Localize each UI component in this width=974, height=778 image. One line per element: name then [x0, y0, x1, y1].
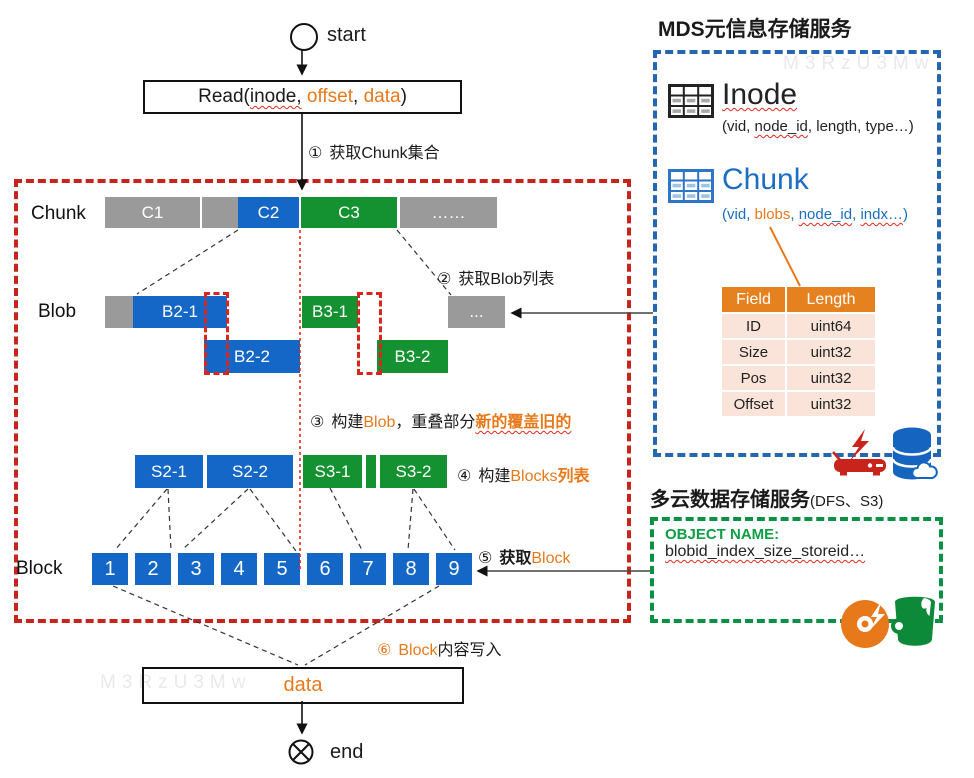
table-header-row: Field Length [722, 287, 875, 312]
watermark-top: M3RzU3Mw [783, 53, 935, 74]
end-label: end [330, 741, 364, 763]
table-cell: uint32 [787, 366, 875, 390]
table-row: Pos uint32 [722, 366, 875, 390]
inode-table-icon [668, 84, 714, 118]
blob-bar-b21: B2-1 [133, 296, 227, 328]
object-name-value: blobid_index_size_storeid… [665, 543, 866, 560]
slice-bar-s22: S2-2 [207, 455, 293, 488]
start-node [290, 23, 318, 51]
chunk-lane-label: Chunk [31, 203, 86, 224]
block-lane-label: Block [16, 558, 63, 579]
chunk-bar-c1: C1 [105, 197, 200, 228]
cloud-region-box [650, 517, 943, 623]
blob-bar-b32: B3-2 [377, 340, 448, 373]
block-4: 4 [221, 553, 257, 585]
chunk-fields: (vid, blobs, node_id, indx…) [722, 206, 908, 223]
block-1: 1 [92, 553, 128, 585]
cloud-title: 多云数据存储服务(DFS、S3) [650, 489, 884, 511]
table-row: Size uint32 [722, 340, 875, 364]
chunk-bar-more: …… [400, 197, 497, 228]
read-offset: offset [301, 86, 354, 107]
read-data: data [363, 86, 401, 107]
table-cell: Pos [722, 366, 785, 390]
inode-title: Inode [722, 78, 798, 111]
block-5: 5 [264, 553, 300, 585]
table-row: ID uint64 [722, 314, 875, 338]
table-row: Offset uint32 [722, 392, 875, 416]
blob-lane-label: Blob [38, 301, 77, 322]
mds-title: MDS元信息存储服务 [658, 18, 852, 41]
read-text: Read(inode, offset, data) [198, 86, 407, 107]
watermark-bottom: M3RzU3Mw [100, 672, 252, 693]
read-inode: inode, [249, 86, 302, 107]
block-2: 2 [135, 553, 171, 585]
table-cell: ID [722, 314, 785, 338]
start-label: start [327, 24, 366, 46]
blob-bar-b22: B2-2 [204, 340, 300, 373]
blob-bar-b31: B3-1 [302, 296, 358, 328]
slice-bar-s21: S2-1 [135, 455, 203, 488]
table-cell: uint64 [787, 314, 875, 338]
block-7: 7 [350, 553, 386, 585]
block-3: 3 [178, 553, 214, 585]
disc-icon [841, 600, 889, 648]
table-cell: uint32 [787, 340, 875, 364]
chunk-bar-c2: C2 [238, 197, 299, 228]
slice-bar-sliver [366, 455, 376, 488]
table-header-field: Field [722, 287, 785, 312]
blob-bar-gray [105, 296, 133, 328]
block-6: 6 [307, 553, 343, 585]
read-call-box: Read(inode, offset, data) [143, 80, 462, 114]
overlap-marker-2 [357, 292, 382, 375]
router-lightning-icon [832, 429, 886, 476]
bucket-icon [891, 596, 935, 646]
chunk-bar-c3: C3 [301, 197, 397, 228]
table-cell: uint32 [787, 392, 875, 416]
database-icon [891, 427, 938, 480]
slice-bar-s32: S3-2 [380, 455, 447, 488]
chunk-bar-gap [202, 197, 238, 228]
chunk-title: Chunk [722, 163, 809, 196]
end-node [288, 739, 314, 765]
slice-bar-s31: S3-1 [303, 455, 362, 488]
mds-region-box [653, 50, 941, 457]
blob-bar-more: ... [448, 296, 505, 328]
inode-fields: (vid, node_id, length, type…) [722, 118, 914, 135]
table-cell: Size [722, 340, 785, 364]
block-8: 8 [393, 553, 429, 585]
data-box: data [142, 667, 464, 704]
chunk-table-icon [668, 169, 714, 203]
field-length-table: Field Length ID uint64 Size uint32 Pos u… [722, 287, 875, 418]
table-cell: Offset [722, 392, 785, 416]
table-header-length: Length [787, 287, 875, 312]
overlap-marker-1 [204, 292, 229, 375]
block-9: 9 [436, 553, 472, 585]
object-name-label: OBJECT NAME: [665, 526, 780, 543]
